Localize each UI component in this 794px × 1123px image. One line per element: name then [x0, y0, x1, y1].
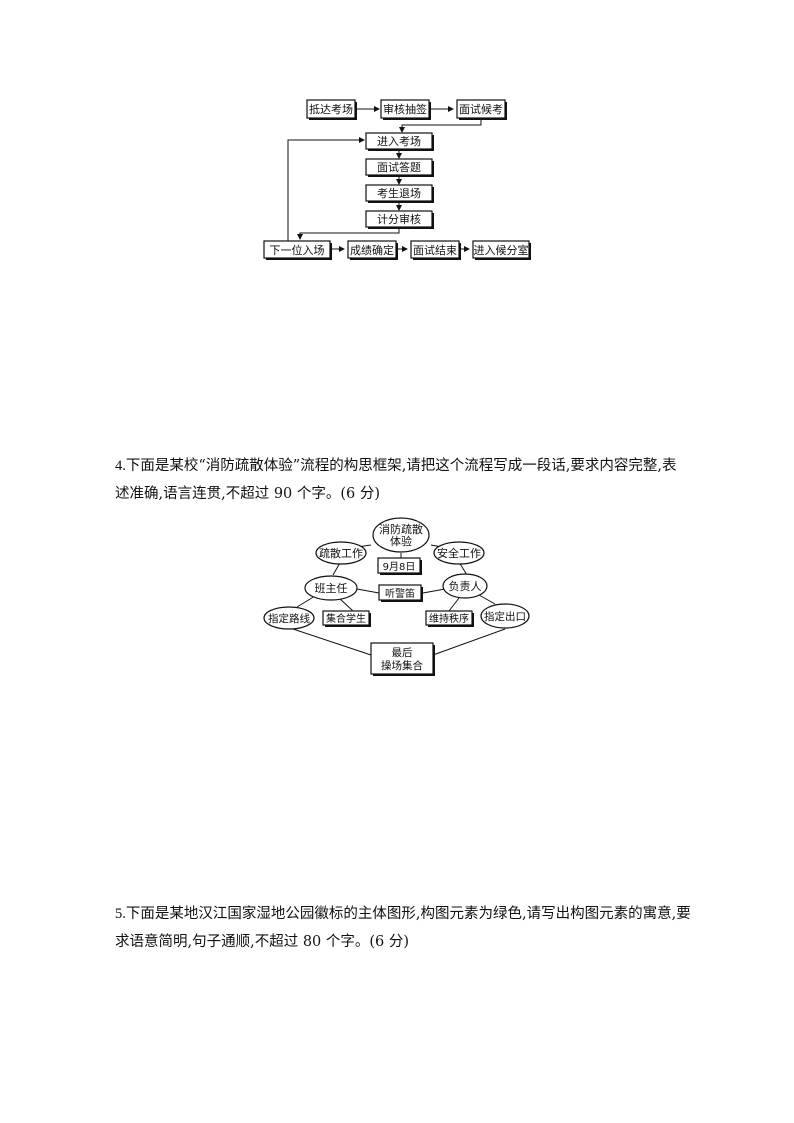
node-teacher-label: 班主任 — [315, 582, 348, 595]
node-exit-label: 指定出口 — [484, 610, 526, 623]
interview-flowchart: 抵达考场 审核抽签 面试候考 进入考场 面试答题 — [263, 99, 531, 260]
box-exit-label: 考生退场 — [377, 186, 421, 200]
node-center: 消防疏散 体验 — [372, 517, 430, 553]
box-score: 计分审核 — [365, 210, 434, 229]
node-teacher: 班主任 — [304, 575, 358, 601]
loop-next-enter — [287, 137, 365, 241]
node-evac-work: 疏散工作 — [315, 541, 367, 565]
box-arrive: 抵达考场 — [306, 99, 357, 120]
box-enter: 进入考场 — [365, 132, 434, 151]
box-review-label: 审核抽签 — [383, 102, 427, 116]
question-5-line2: 求语意简明,句子通顺,不超过 80 个字。(6 分) — [115, 934, 410, 950]
box-review: 审核抽签 — [380, 99, 431, 120]
node-final: 最后 操场集合 — [370, 642, 435, 676]
box-exit: 考生退场 — [365, 184, 434, 203]
question-5-text1: 下面是某地汉江国家湿地公园徽标的主体图形,构图元素为绿色,请写出构图元素的寓意,… — [125, 906, 691, 922]
question-4-number: 4. — [115, 458, 126, 474]
node-leader: 负责人 — [442, 573, 488, 599]
node-final-line2: 操场集合 — [381, 659, 423, 672]
evacuation-diagram: 消防疏散 体验 9月8日 疏散工作 安全工作 班主任 听警笛 负责人 — [263, 517, 530, 676]
node-safety-work: 安全工作 — [433, 541, 485, 565]
question-4-text1: 下面是某校“消防疏散体验”流程的构思框架,请把这个流程写成一段话,要求内容完整,… — [125, 458, 677, 474]
box-arrive-label: 抵达考场 — [309, 102, 353, 116]
box-next: 下一位入场 — [263, 240, 332, 260]
question-5-line1: 5.下面是某地汉江国家湿地公园徽标的主体图形,构图元素为绿色,请写出构图元素的寓… — [115, 900, 695, 928]
node-leader-label: 负责人 — [449, 579, 482, 593]
box-confirm-label: 成绩确定 — [350, 243, 394, 257]
node-date-label: 9月8日 — [383, 561, 416, 573]
node-gather-students-label: 集合学生 — [326, 612, 366, 625]
node-route: 指定路线 — [263, 606, 315, 630]
node-final-line1: 最后 — [392, 647, 413, 659]
question-4: 4.下面是某校“消防疏散体验”流程的构思框架,请把这个流程写成一段话,要求内容完… — [115, 452, 695, 508]
question-4-line2: 述准确,语言连贯,不超过 90 个字。(6 分) — [115, 486, 381, 502]
node-evac-work-label: 疏散工作 — [319, 546, 363, 560]
box-wait-label: 面试候考 — [459, 102, 503, 116]
node-gather-students: 集合学生 — [322, 610, 371, 627]
question-5-number: 5. — [115, 906, 126, 922]
node-order: 维持秩序 — [425, 610, 474, 627]
node-center-line2: 体验 — [390, 534, 412, 548]
node-date: 9月8日 — [377, 557, 422, 575]
question-4-line1: 4.下面是某校“消防疏散体验”流程的构思框架,请把这个流程写成一段话,要求内容完… — [115, 452, 695, 480]
box-end-label: 面试结束 — [413, 244, 457, 257]
box-lounge-label: 进入候分室 — [474, 243, 529, 257]
node-route-label: 指定路线 — [268, 612, 310, 625]
box-next-label: 下一位入场 — [270, 243, 325, 257]
box-answer: 面试答题 — [365, 158, 434, 177]
node-whistle-label: 听警笛 — [385, 587, 415, 600]
connector-score-next — [297, 227, 400, 240]
node-exit: 指定出口 — [480, 603, 530, 629]
box-answer-label: 面试答题 — [377, 160, 421, 174]
box-score-label: 计分审核 — [377, 212, 421, 226]
node-whistle: 听警笛 — [378, 584, 423, 602]
box-end: 面试结束 — [410, 240, 461, 260]
box-wait: 面试候考 — [456, 99, 507, 120]
node-safety-work-label: 安全工作 — [437, 546, 481, 560]
box-enter-label: 进入考场 — [377, 134, 421, 148]
box-lounge: 进入候分室 — [472, 240, 531, 260]
connector-wait-enter — [399, 118, 482, 133]
box-confirm: 成绩确定 — [347, 240, 398, 260]
question-5: 5.下面是某地汉江国家湿地公园徽标的主体图形,构图元素为绿色,请写出构图元素的寓… — [115, 900, 695, 956]
node-center-line1: 消防疏散 — [379, 522, 423, 536]
node-order-label: 维持秩序 — [429, 612, 469, 625]
